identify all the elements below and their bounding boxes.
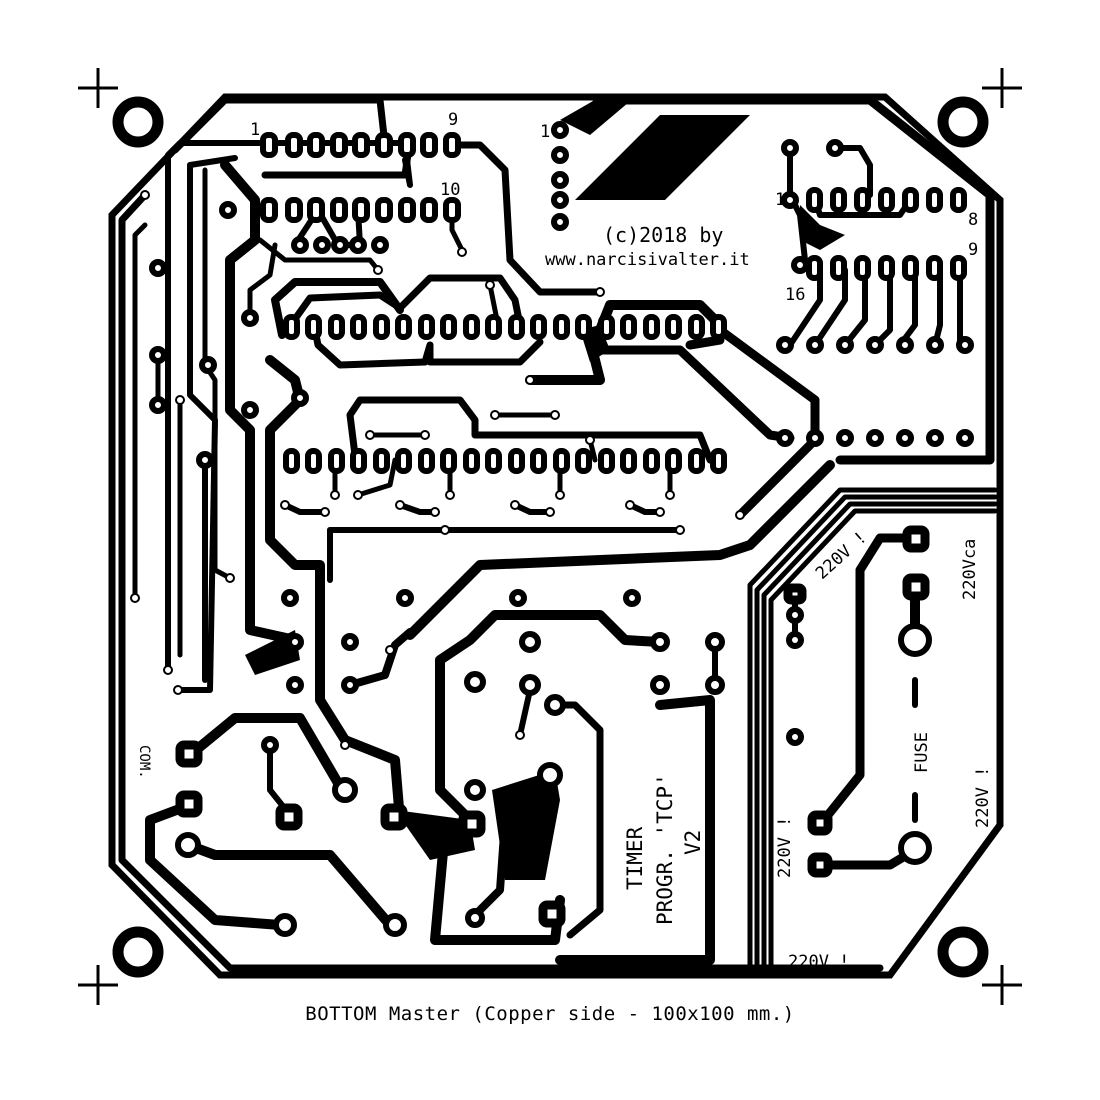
copper-traces [118,95,998,973]
ic-lower-row [283,448,727,474]
voltage-label-c: 220V ! [973,767,993,828]
timer-label-line3: V2 [681,830,705,855]
com-label: COM. [136,745,152,779]
fuse-label: FUSE [912,732,932,773]
mounting-hole-top-left [112,96,164,148]
timer-label-line1: TIMER [623,826,647,890]
voltage-label-e: 220V ! [788,952,849,972]
mounting-hole-top-right [937,96,989,148]
crosshair-mark-top-right [982,68,1022,108]
pin-label-9-top: 9 [448,110,458,130]
ic-second-row [260,197,461,223]
board-labels: 1 9 10 1 1 8 9 16 (c)2018 by www.narcisi… [136,110,993,972]
pin-label-9-ic: 9 [968,240,978,260]
pin-label-1-connector: 1 [540,122,550,142]
copper-fill-top-right [575,115,750,200]
crosshair-mark-bottom-left [78,965,118,1005]
website-label: www.narcisivalter.it [545,250,750,270]
pin-label-10-top: 10 [440,180,460,200]
copper-fill-top-strip [560,97,635,135]
voltage-label-d: 220V ! [775,817,795,878]
round-pads [149,121,974,937]
ic-top-row [260,132,461,158]
copper-fill-ic-corner [800,205,845,250]
pin-label-1-ic: 1 [775,190,785,210]
square-pads [175,525,930,928]
timer-label-line2: PROGR. 'TCP' [653,773,677,925]
ic-right-top-row [806,187,967,213]
crosshair-mark-top-left [78,68,118,108]
board-caption: BOTTOM Master (Copper side - 100x100 mm.… [305,1003,795,1025]
voltage-label-b: 220Vca [960,539,980,600]
copper-fill-center [492,770,560,880]
copyright-label: (c)2018 by [603,223,723,247]
crosshair-mark-bottom-right [982,965,1022,1005]
ic-right-bottom-row [806,255,967,281]
mounting-hole-bottom-left [112,926,164,978]
pin-label-8-ic: 8 [968,210,978,230]
mounting-hole-bottom-right [937,926,989,978]
vias [130,190,745,750]
ic-middle-row [283,314,727,340]
pin-label-16-ic: 16 [785,285,805,305]
pin-label-1-top: 1 [250,120,260,140]
